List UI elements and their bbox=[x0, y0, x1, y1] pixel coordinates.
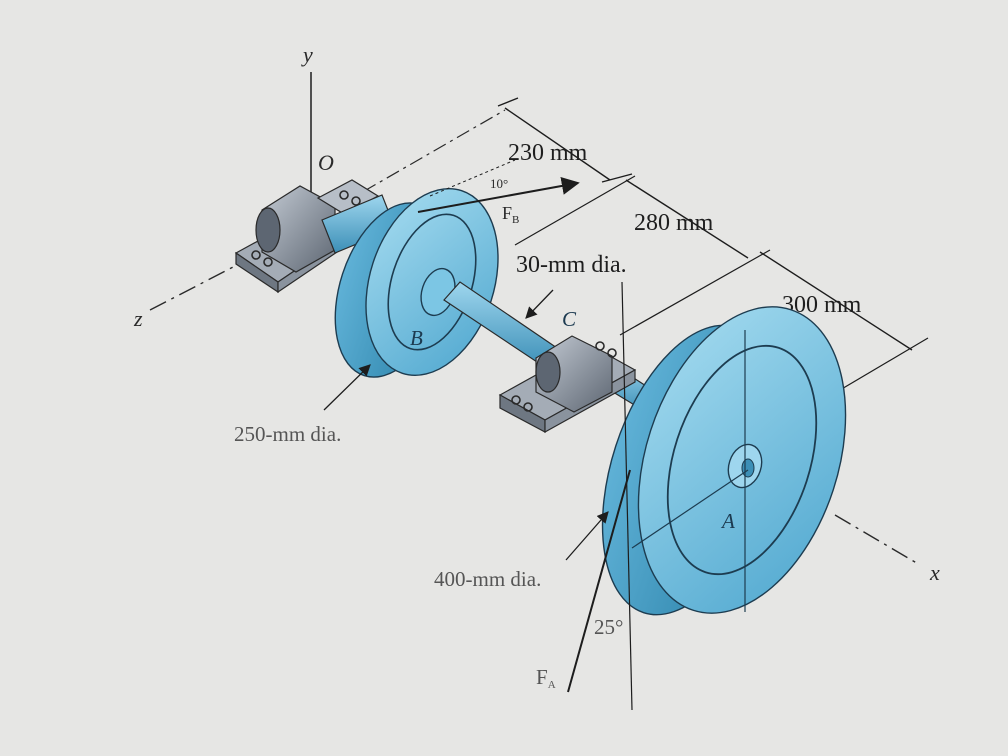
angle-10-label: 10° bbox=[490, 176, 508, 191]
pulley-a-radius-line bbox=[631, 469, 749, 549]
dim-230-label: 230 mm bbox=[508, 140, 588, 166]
force-a-label: FA bbox=[536, 665, 556, 691]
x-axis-label: x bbox=[929, 560, 940, 585]
pulley-a-dia-leader bbox=[565, 511, 609, 561]
point-o-label: O bbox=[318, 150, 334, 175]
dim-300-extension-c bbox=[619, 249, 771, 336]
dim-230-tick-b bbox=[601, 173, 633, 183]
bearing-o bbox=[234, 179, 380, 294]
point-a-label: A bbox=[720, 509, 735, 533]
z-axis-label: z bbox=[133, 306, 143, 331]
pulley-a-dia-label: 400-mm dia. bbox=[434, 567, 541, 591]
shaft-dia-leader bbox=[525, 289, 554, 319]
point-c-label: C bbox=[562, 307, 577, 331]
dim-300-line bbox=[759, 251, 913, 351]
force-a-line bbox=[567, 469, 631, 693]
force-b-symbol: F bbox=[502, 203, 512, 223]
dim-280-line bbox=[625, 179, 749, 259]
dim-300-extension-a bbox=[839, 337, 929, 391]
y-axis-label: y bbox=[301, 42, 313, 67]
x-axis-line bbox=[834, 514, 921, 566]
force-b-subscript: B bbox=[512, 214, 519, 226]
point-b-label: B bbox=[410, 326, 423, 350]
pulley-a bbox=[601, 306, 847, 616]
pulley-b-dia-leader bbox=[323, 364, 371, 411]
force-a-vertical-reference bbox=[621, 281, 633, 711]
force-a-symbol: F bbox=[536, 665, 548, 689]
force-b-label: FB bbox=[502, 203, 519, 226]
force-b-arrow bbox=[417, 177, 580, 213]
bearing-c bbox=[498, 335, 637, 434]
angle-25-label: 25° bbox=[594, 615, 623, 639]
dim-280-extension bbox=[514, 175, 636, 246]
force-a-subscript: A bbox=[548, 679, 556, 691]
shaft-dia-label: 30-mm dia. bbox=[516, 252, 627, 278]
pulley-b-dia-label: 250-mm dia. bbox=[234, 422, 341, 446]
dim-230-tick-a bbox=[497, 97, 519, 107]
dim-230-line bbox=[504, 107, 611, 181]
dim-280-label: 280 mm bbox=[634, 210, 714, 236]
